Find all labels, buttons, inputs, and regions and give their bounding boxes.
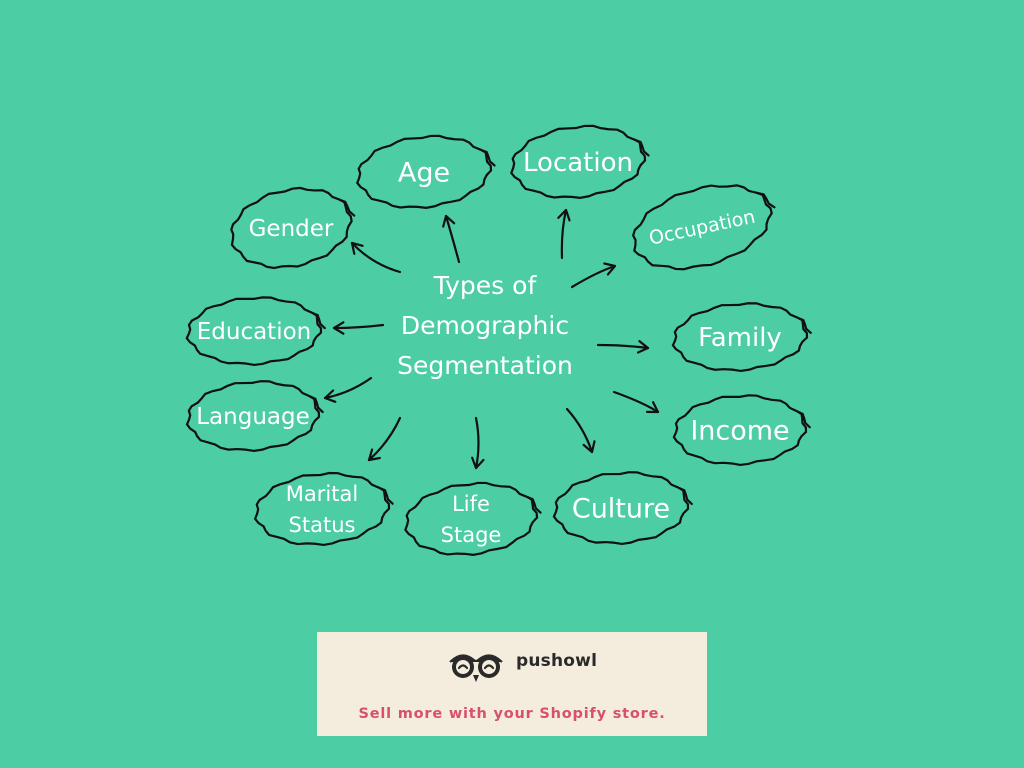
arrow-2: [444, 214, 461, 264]
ring-family: [671, 302, 812, 373]
ring-language: [185, 380, 324, 453]
arrow-8: [612, 390, 660, 414]
ring-location: [510, 124, 650, 199]
owl-face-icon: [449, 654, 503, 682]
arrow-3: [560, 208, 568, 260]
node-family: Family: [698, 323, 782, 353]
node-income: Income: [690, 415, 789, 446]
pushowl-banner: pushowl Sell more with your Shopify stor…: [317, 632, 707, 736]
ring-education: [185, 296, 326, 367]
node-education: Education: [197, 319, 312, 345]
arrowhead-3: [557, 208, 571, 222]
node-rings: [185, 124, 812, 556]
arrowhead-2: [442, 214, 456, 228]
node-culture: Culture: [572, 494, 670, 525]
arrowhead-5: [332, 321, 345, 335]
ring-gender: [230, 186, 356, 270]
ring-income: [672, 394, 811, 467]
arrowhead-9: [367, 448, 381, 462]
ring-marital-status: [253, 471, 394, 547]
ring-occupation: [631, 184, 776, 271]
arrowhead-1: [350, 241, 364, 255]
arrowhead-8: [645, 401, 660, 414]
arrow-1: [350, 241, 402, 274]
node-age: Age: [398, 157, 450, 188]
arrow-7: [323, 376, 373, 400]
arrow-6: [596, 343, 650, 350]
arrow-9: [367, 416, 402, 462]
ring-age: [356, 134, 496, 209]
node-location: Location: [523, 148, 633, 178]
arrow-10: [474, 416, 480, 470]
ring-life-stage: [404, 481, 542, 556]
arrow-4: [570, 264, 617, 289]
arrowhead-11: [582, 440, 596, 454]
brand-name: pushowl: [516, 651, 598, 671]
arrowhead-6: [636, 340, 650, 354]
arrowhead-4: [603, 262, 617, 276]
banner-tagline: Sell more with your Shopify store.: [358, 706, 666, 722]
ring-culture: [552, 471, 693, 546]
node-language: Language: [196, 404, 310, 430]
arrow-5: [332, 323, 385, 330]
arrowhead-10: [471, 456, 485, 470]
node-gender: Gender: [249, 216, 334, 242]
arrow-11: [565, 407, 594, 454]
arrowhead-7: [323, 389, 337, 403]
connector-arrows: [323, 208, 660, 470]
